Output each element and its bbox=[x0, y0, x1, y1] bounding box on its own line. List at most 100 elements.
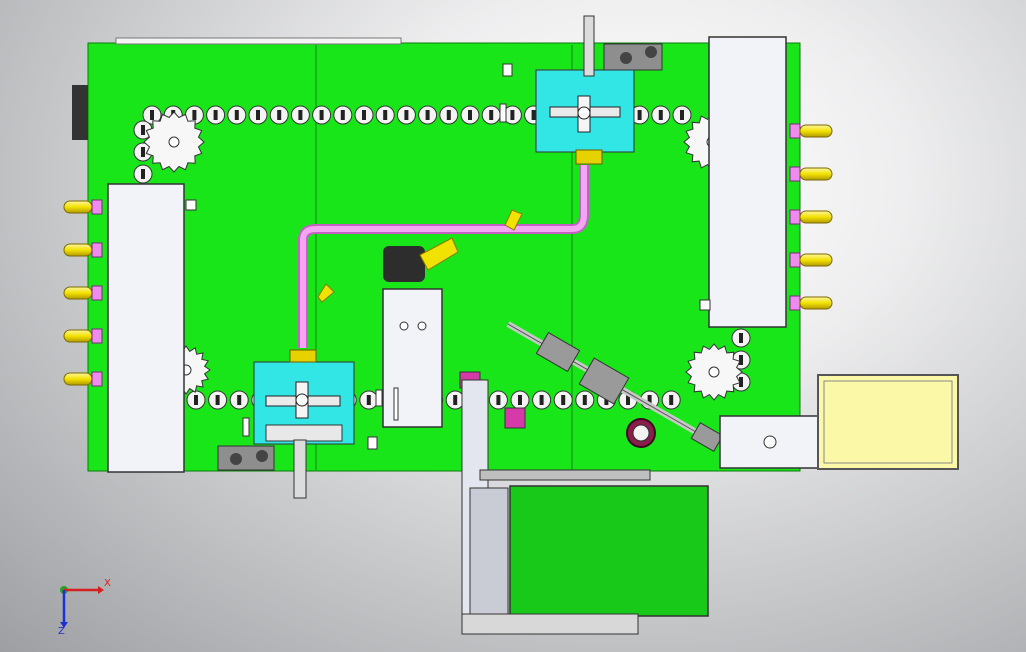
triad-z-arrow bbox=[60, 622, 68, 628]
bottom-unit-shaft bbox=[293, 439, 307, 499]
top-strip bbox=[115, 37, 402, 45]
pink-pipe-highlight bbox=[300, 165, 587, 348]
output-knob bbox=[763, 435, 777, 449]
left-motor bbox=[72, 85, 88, 140]
chain-pin bbox=[277, 110, 282, 120]
chain-pin bbox=[518, 395, 522, 405]
small-bracket bbox=[499, 103, 507, 123]
center-block bbox=[382, 288, 443, 428]
bearing bbox=[645, 46, 657, 58]
yellow-elbow bbox=[504, 209, 523, 231]
chain-pin bbox=[192, 110, 197, 120]
bearing bbox=[256, 450, 268, 462]
top-unit-shaft bbox=[583, 15, 595, 77]
triad-x-label: X bbox=[104, 578, 111, 589]
chain-pin bbox=[340, 110, 345, 120]
nozzle-collar bbox=[91, 285, 103, 301]
feeder-rail bbox=[469, 487, 509, 617]
chain-pin bbox=[582, 395, 587, 405]
top-unit-hub bbox=[577, 106, 591, 120]
nozzle bbox=[63, 286, 93, 300]
left-nozzle-block bbox=[107, 183, 185, 473]
chain-pin bbox=[739, 377, 743, 387]
yellow-tray bbox=[817, 374, 959, 470]
yellow-elbow bbox=[317, 283, 335, 303]
bottom-unit-plate bbox=[265, 424, 343, 442]
rod-end bbox=[690, 422, 724, 452]
rod-clamp bbox=[535, 331, 581, 373]
small-bracket bbox=[699, 299, 711, 311]
nozzle bbox=[63, 372, 93, 386]
nozzle bbox=[799, 210, 833, 224]
bottom-unit-flange bbox=[289, 349, 317, 363]
small-bracket bbox=[367, 436, 378, 450]
nozzle-collar bbox=[91, 371, 103, 387]
chain-pin bbox=[234, 110, 239, 120]
center-bolt bbox=[399, 321, 409, 331]
lower-rail bbox=[479, 469, 651, 481]
nozzle-collar bbox=[789, 166, 801, 182]
nozzle bbox=[799, 253, 833, 267]
chain-pin bbox=[150, 110, 154, 120]
tray-rim bbox=[823, 380, 953, 464]
left-nozzles bbox=[63, 199, 103, 387]
nozzle bbox=[799, 124, 833, 138]
chain-pin bbox=[141, 147, 145, 157]
right-nozzle-block bbox=[708, 36, 787, 328]
yellow-bend bbox=[419, 237, 459, 271]
small-bracket bbox=[185, 199, 197, 211]
small-bracket bbox=[242, 417, 250, 437]
chain-pin bbox=[366, 395, 371, 405]
nozzle-collar bbox=[91, 242, 103, 258]
chain-pin bbox=[404, 110, 409, 120]
chain-pin bbox=[362, 110, 366, 120]
bearing bbox=[230, 453, 242, 465]
chain-pin bbox=[647, 395, 652, 405]
chain-pin bbox=[626, 395, 630, 405]
chain-pin bbox=[383, 110, 388, 120]
chain-pin bbox=[489, 110, 494, 120]
chain-pin bbox=[237, 395, 242, 405]
triad-z-label: Z bbox=[58, 626, 65, 637]
nozzle-collar bbox=[789, 123, 801, 139]
bearing bbox=[620, 52, 632, 64]
chain-pin bbox=[561, 395, 566, 405]
center-bolt bbox=[417, 321, 427, 331]
chain-pin bbox=[637, 110, 642, 120]
top-unit-flange bbox=[575, 149, 603, 165]
sprocket-hub bbox=[708, 366, 720, 378]
sprocket-hub bbox=[168, 136, 180, 148]
chain-pin bbox=[213, 110, 218, 120]
chain-pin bbox=[531, 110, 536, 120]
chain-pin bbox=[739, 355, 743, 365]
lower-base bbox=[461, 613, 639, 635]
chain-pin bbox=[256, 110, 260, 120]
chain-pin bbox=[215, 395, 220, 405]
nozzle bbox=[799, 167, 833, 181]
nozzle bbox=[63, 243, 93, 257]
chain-pin bbox=[669, 395, 674, 405]
chain-pin bbox=[510, 110, 515, 120]
chain-pin bbox=[680, 110, 684, 120]
nozzle-collar bbox=[91, 199, 103, 215]
left-chain bbox=[133, 120, 153, 184]
chain-pin bbox=[141, 169, 145, 179]
nozzle-collar bbox=[91, 328, 103, 344]
chain-pin bbox=[468, 110, 472, 120]
chain-pin bbox=[739, 333, 743, 343]
chain-pin bbox=[658, 110, 663, 120]
chain-pin bbox=[453, 395, 458, 405]
orientation-triad[interactable]: X Z bbox=[58, 578, 111, 637]
nozzle bbox=[799, 296, 833, 310]
triad-x-arrow bbox=[98, 586, 104, 594]
lower-green-box bbox=[509, 485, 709, 617]
seal-ring-inner bbox=[632, 424, 650, 442]
bottom-unit-hub bbox=[295, 393, 309, 407]
small-bracket bbox=[375, 389, 383, 407]
nozzle-collar bbox=[789, 209, 801, 225]
chain-pin bbox=[496, 395, 501, 405]
chain-pin bbox=[319, 110, 324, 120]
center-slot bbox=[393, 387, 399, 421]
